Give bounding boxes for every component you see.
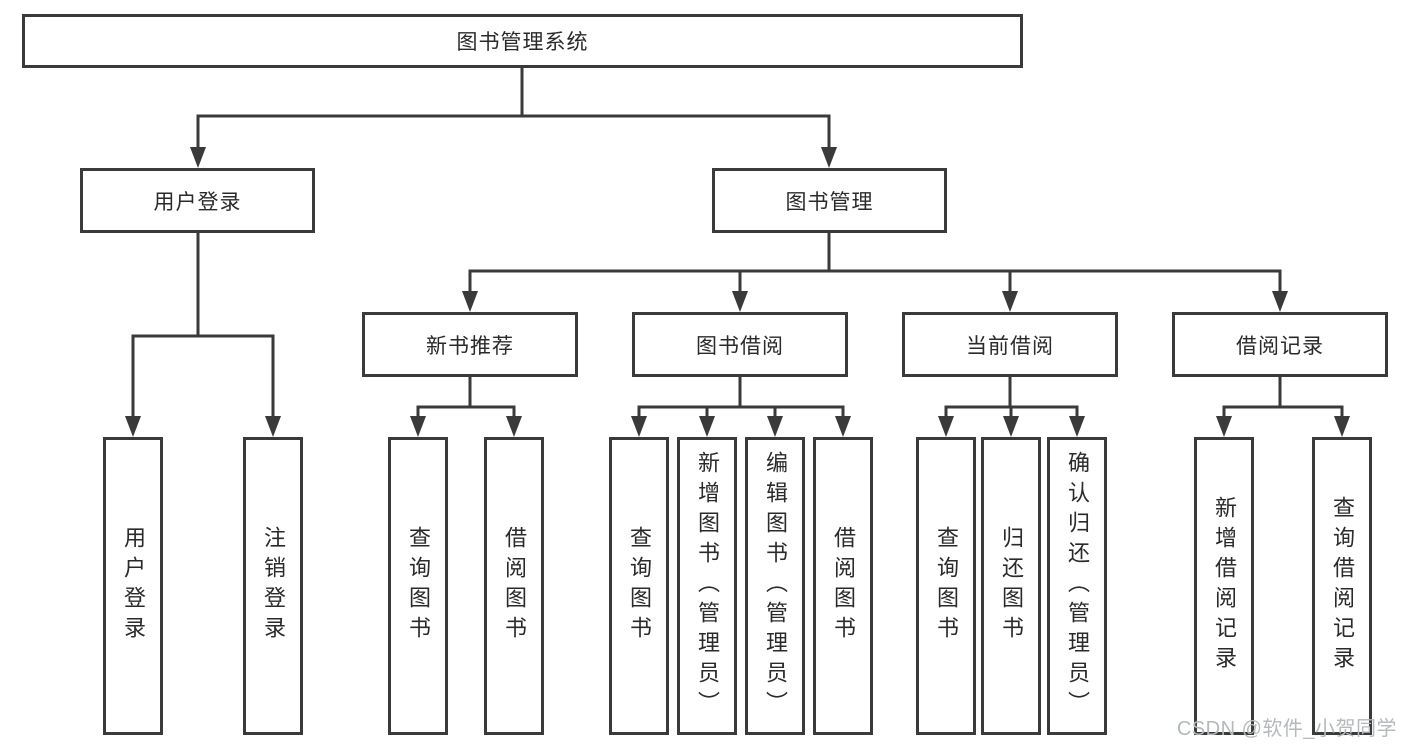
arrowheads [125,147,1350,437]
node-new-book-recommend: 新书推荐 [362,312,578,377]
node-current-borrow: 当前借阅 [902,312,1118,377]
node-book-borrow: 图书借阅 [632,312,848,377]
connector-path [131,66,1344,421]
leaf-logout-login: 注销登录 [243,437,303,735]
leaf-borrow-query-books: 查询图书 [609,437,669,735]
leaf-new-books-query-books: 查询图书 [388,437,448,735]
node-root: 图书管理系统 [22,14,1023,68]
leaf-user-login: 用户登录 [103,437,163,735]
node-book-management: 图书管理 [712,168,947,233]
leaf-borrow-edit-books-admin: 编辑图书（管理员） [745,437,805,735]
leaf-current-query-books: 查询图书 [916,437,976,735]
leaf-records-add-borrow-record: 新增借阅记录 [1194,437,1254,735]
watermark: CSDN @软件_小贺同学 [1176,718,1397,740]
node-user-login: 用户登录 [80,168,315,233]
leaf-current-return-books: 归还图书 [981,437,1041,735]
leaf-borrow-add-books-admin: 新增图书（管理员） [677,437,737,735]
leaf-new-books-borrow-books: 借阅图书 [484,437,544,735]
leaf-current-confirm-return-admin: 确认归还（管理员） [1047,437,1107,735]
leaf-borrow-borrow-books: 借阅图书 [813,437,873,735]
leaf-records-query-borrow-record: 查询借阅记录 [1312,437,1372,735]
node-borrow-records: 借阅记录 [1172,312,1388,377]
